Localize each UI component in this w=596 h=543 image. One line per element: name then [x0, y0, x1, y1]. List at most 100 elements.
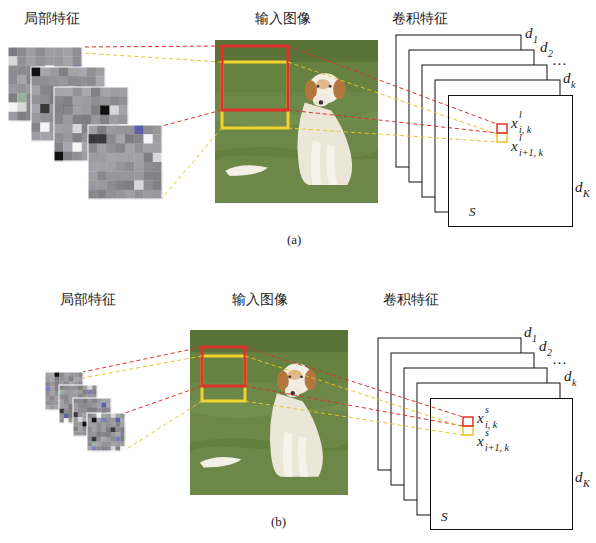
- patch-pixel: [17, 112, 27, 122]
- patch-pixel: [54, 152, 64, 162]
- patch-pixel: [107, 181, 117, 191]
- feature-map-fill: [448, 95, 573, 227]
- patch-pixel: [111, 442, 116, 447]
- patch-pixel: [97, 408, 102, 413]
- patch-pixel: [82, 106, 92, 116]
- patch-pixel: [78, 385, 83, 390]
- patch-pixel: [27, 47, 37, 57]
- feature-map-stack: [378, 338, 573, 530]
- patch-pixel: [73, 385, 78, 390]
- math-symbol: d: [575, 180, 583, 195]
- patch-pixel: [63, 143, 73, 153]
- patch-pixel: [144, 134, 154, 144]
- patch-pixel: [78, 390, 83, 395]
- patch-pixel: [50, 372, 55, 377]
- math-symbol: x: [477, 411, 484, 426]
- patch-pixel: [50, 391, 55, 396]
- patch-pixel: [59, 377, 64, 382]
- patch-pixel: [102, 417, 107, 422]
- patch-pixel: [88, 125, 98, 135]
- patch-pixel: [97, 427, 102, 432]
- patch-pixel: [31, 67, 41, 77]
- patch-pixel: [153, 134, 163, 144]
- patch-pixel: [40, 113, 50, 123]
- red-window: [222, 46, 288, 110]
- patch-pixel: [69, 377, 74, 382]
- patch-pixel: [50, 401, 55, 406]
- patch-pixel: [64, 395, 69, 400]
- patch-border: [54, 87, 128, 161]
- patch-pixel: [97, 418, 102, 423]
- patch-pixel: [40, 95, 50, 105]
- patch-pixel: [92, 442, 97, 447]
- patch-pixel: [73, 398, 78, 403]
- patch-pixel: [134, 144, 144, 154]
- patch-pixel: [87, 408, 92, 413]
- patch-pixel: [64, 47, 74, 57]
- panel-caption: (b): [271, 515, 286, 528]
- math-subscript: k: [571, 80, 575, 90]
- patch-pixel: [63, 106, 73, 116]
- patch-pixel: [92, 431, 97, 436]
- patch-pixel: [17, 66, 27, 76]
- patch-pixel: [17, 47, 27, 57]
- feature-map-stack: [396, 35, 573, 227]
- section-heading: 局部特征: [60, 292, 116, 306]
- patch-pixel: [40, 76, 50, 86]
- patch-pixel: [78, 408, 83, 413]
- patch-pixel: [144, 190, 154, 200]
- patch-pixel: [92, 427, 97, 432]
- patch-pixel: [59, 395, 64, 400]
- patch-pixel: [102, 422, 107, 427]
- patch-pixel: [153, 144, 163, 154]
- patch-pixel: [92, 398, 97, 403]
- patch-pixel: [54, 96, 64, 106]
- patch-pixel: [97, 171, 107, 181]
- patch-pixel: [134, 153, 144, 163]
- patch-pixel: [97, 162, 107, 172]
- patch-pixel: [27, 56, 37, 66]
- patch-pixel: [100, 115, 110, 125]
- patch-pixel: [17, 103, 27, 113]
- patch-pixel: [63, 152, 73, 162]
- patch-pixel: [134, 134, 144, 144]
- patch-pixel: [45, 391, 50, 396]
- patch-pixel: [87, 427, 92, 432]
- patch-pixel: [73, 87, 83, 97]
- patch-pixel: [102, 403, 107, 408]
- patch-pixel: [101, 427, 106, 432]
- feature-patch: [87, 413, 125, 451]
- patch-pixel: [97, 144, 107, 154]
- patch-pixel: [144, 144, 154, 154]
- patch-pixel: [92, 417, 97, 422]
- patch-pixel: [87, 417, 92, 422]
- patch-pixel: [50, 396, 55, 401]
- patch-pixel: [78, 403, 83, 408]
- patch-pixel: [92, 413, 97, 418]
- patch-pixel: [31, 132, 41, 142]
- patch-pixel: [91, 87, 101, 97]
- patch-pixel: [97, 422, 102, 427]
- patch-pixel: [87, 432, 92, 437]
- math-symbol: x: [511, 116, 518, 131]
- patch-pixel: [153, 171, 163, 181]
- red-unit: [463, 417, 473, 426]
- patch-pixel: [83, 403, 88, 408]
- patch-pixel: [40, 86, 50, 96]
- patch-pixel: [100, 87, 110, 97]
- patch-pixel: [78, 427, 83, 432]
- math-subscript: 1: [533, 35, 538, 45]
- patch-pixel: [54, 56, 64, 66]
- patch-pixel: [73, 412, 78, 417]
- patch-pixel: [116, 423, 121, 428]
- patch-pixel: [125, 171, 135, 181]
- patch-pixel: [107, 190, 117, 200]
- patch-pixel: [144, 181, 154, 191]
- math-symbol: d: [575, 470, 583, 485]
- patch-pixel: [50, 386, 55, 391]
- patch-pixel: [116, 181, 126, 191]
- patch-pixel: [111, 423, 116, 428]
- patch-pixel: [54, 106, 64, 116]
- patch-border: [8, 47, 82, 121]
- math-subscript: 2: [548, 49, 553, 59]
